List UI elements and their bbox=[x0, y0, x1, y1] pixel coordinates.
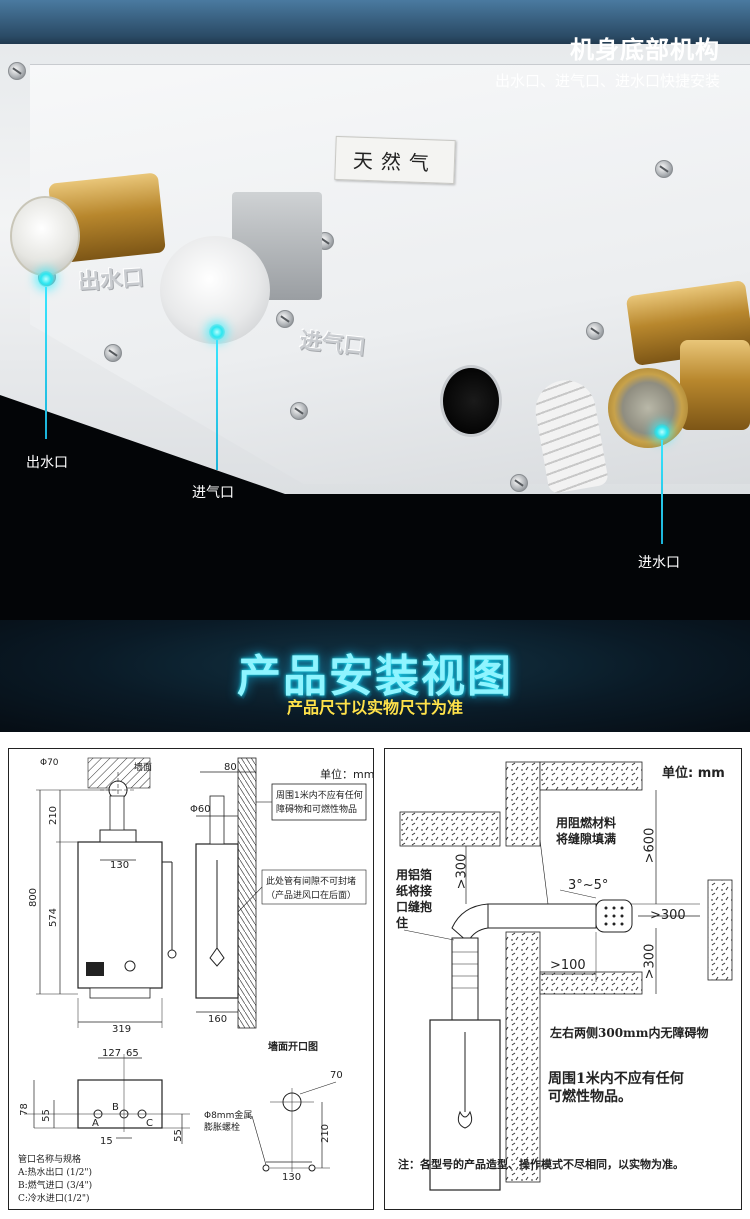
dim-70: 70 bbox=[330, 1070, 343, 1081]
bolt-note-2: 膨胀螺栓 bbox=[204, 1123, 241, 1133]
port-b-label: B bbox=[112, 1102, 119, 1113]
note-clearance-1: 周围1米内不应有任何 bbox=[276, 791, 363, 801]
screw-icon bbox=[290, 402, 308, 420]
dim-78: 78 bbox=[18, 1103, 30, 1116]
footnote: 注：各型号的产品造型、操作模式不尽相同，以实物为准。 bbox=[398, 1158, 684, 1171]
inlet-callout-label: 进水口 bbox=[638, 555, 680, 571]
side-clearance-note: 左右两侧300mm内无障碍物 bbox=[550, 1026, 709, 1040]
screw-icon bbox=[586, 322, 604, 340]
ceiling-label: 墙面 bbox=[134, 763, 153, 773]
right-unit-label: 单位: mm bbox=[662, 766, 725, 781]
screw-icon bbox=[510, 474, 528, 492]
photo-title: 机身底部机构 bbox=[570, 36, 720, 64]
gas-type-label: 天然气 bbox=[334, 135, 456, 185]
flue-diameter-label: Φ70 bbox=[40, 758, 59, 768]
note-gap-2: （产品进风口在后面） bbox=[266, 891, 357, 901]
foil-note-4: 住 bbox=[396, 916, 409, 930]
inlet-filter-cap bbox=[608, 368, 688, 448]
dim-800: 800 bbox=[28, 887, 40, 908]
outlet-callout-dot bbox=[38, 271, 54, 287]
slope-angle: 3°~5° bbox=[568, 878, 609, 893]
inlet-valve-body bbox=[680, 340, 750, 430]
dim-65: 65 bbox=[126, 1048, 139, 1059]
wall-opening-title: 墙面开口图 bbox=[268, 1042, 318, 1053]
dim-127: 127 bbox=[102, 1048, 122, 1059]
dim-gt600: >600 bbox=[642, 827, 658, 864]
embossed-outlet-text: 出水口 bbox=[77, 265, 145, 296]
foil-note-1: 用铝箔 bbox=[396, 868, 433, 882]
port-legend-c: C:冷水进口(1/2") bbox=[18, 1194, 90, 1204]
note-gap-1: 此处管有间隙不可封堵 bbox=[266, 877, 357, 887]
fire-material-note-2: 将缝隙填满 bbox=[556, 832, 617, 846]
dim-210-opening: 210 bbox=[320, 1123, 332, 1144]
outlet-callout-line bbox=[45, 287, 47, 439]
dim-319: 319 bbox=[112, 1024, 132, 1035]
fire-material-note-1: 用阻燃材料 bbox=[556, 816, 617, 830]
port-legend-a: A:热水出口 (1/2") bbox=[18, 1168, 93, 1178]
flue-hole bbox=[440, 365, 502, 437]
dim-160: 160 bbox=[208, 1014, 228, 1025]
dim-80: 80 bbox=[224, 762, 237, 773]
dim-55-left: 55 bbox=[40, 1109, 52, 1122]
foil-note-3: 口缝抱 bbox=[396, 900, 433, 914]
screw-icon bbox=[104, 344, 122, 362]
warning-note-2: 可燃性物品。 bbox=[548, 1089, 632, 1105]
left-drawing-frame bbox=[8, 748, 374, 1210]
note-clearance-2: 障碍物和可燃性物品 bbox=[276, 805, 358, 815]
bolt-note-1: Φ8mm金属 bbox=[204, 1111, 253, 1121]
inlet-callout-line bbox=[661, 440, 663, 544]
dim-gt300-side: >300 bbox=[642, 943, 658, 980]
gas-callout-dot bbox=[209, 324, 225, 340]
dim-gt300-right: >300 bbox=[650, 908, 686, 923]
banner-subtitle: 产品尺寸以实物尺寸为准 bbox=[286, 698, 463, 717]
port-a-label: A bbox=[92, 1118, 99, 1129]
port-legend-title: 管口名称与规格 bbox=[18, 1155, 82, 1165]
outlet-callout-label: 出水口 bbox=[26, 455, 68, 471]
dim-gt300-top: >300 bbox=[454, 853, 470, 890]
gas-callout-label: 进气口 bbox=[192, 485, 234, 501]
section-banner: 产品安装视图 产品尺寸以实物尺寸为准 bbox=[0, 620, 750, 732]
embossed-gas-text: 进气口 bbox=[298, 328, 367, 361]
dim-15: 15 bbox=[100, 1136, 113, 1147]
dim-130-opening: 130 bbox=[282, 1172, 302, 1183]
dim-phi60: Φ60 bbox=[190, 804, 211, 815]
dim-130: 130 bbox=[110, 860, 130, 871]
gas-callout-line bbox=[216, 340, 218, 470]
port-legend-b: B:燃气进口 (3/4") bbox=[18, 1181, 93, 1191]
port-c-label: C bbox=[146, 1118, 153, 1129]
left-unit-label: 单位：mm bbox=[320, 768, 375, 781]
banner-title: 产品安装视图 bbox=[237, 651, 513, 702]
right-drawing-frame bbox=[384, 748, 742, 1210]
screw-icon bbox=[655, 160, 673, 178]
foil-note-2: 纸将接 bbox=[396, 884, 433, 898]
dim-gt100: >100 bbox=[550, 958, 586, 973]
drawing-lines bbox=[24, 757, 733, 1191]
dim-210: 210 bbox=[48, 805, 60, 826]
outlet-cap bbox=[10, 196, 80, 276]
product-photo: 天然气 出水口 进气口 出水口 进气口 进水口 机身底部机构 出水口、进气口、进… bbox=[0, 0, 750, 620]
photo-subtitle: 出水口、进气口、进水口快捷安装 bbox=[494, 72, 720, 90]
screw-icon bbox=[8, 62, 26, 80]
warning-note-1: 周围1米内不应有任何 bbox=[548, 1071, 684, 1087]
dim-55-right: 55 bbox=[172, 1129, 184, 1142]
inlet-callout-dot bbox=[654, 424, 670, 440]
installation-diagram: Φ70 墙面 210 130 800 574 319 80 Φ60 160 单位… bbox=[0, 732, 750, 1219]
screw-icon bbox=[276, 310, 294, 328]
dim-574: 574 bbox=[48, 907, 60, 928]
